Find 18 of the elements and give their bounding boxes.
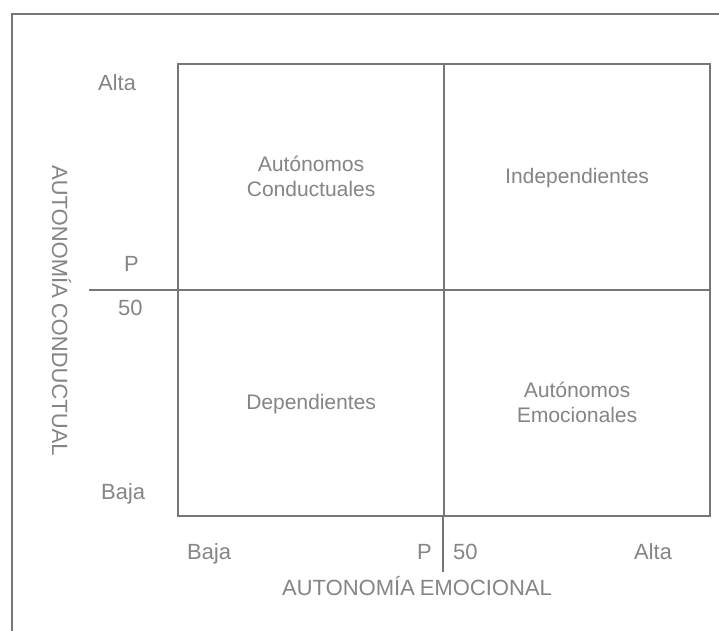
axis-level-label: Baja: [187, 541, 232, 563]
quadrant-box: [177, 63, 445, 291]
axis-level-label: Alta: [98, 72, 136, 94]
axis-value-label: 50: [118, 297, 142, 319]
quadrant-label: Autónomos Emocionales: [516, 378, 638, 428]
quadrant-box: [443, 63, 711, 291]
axis-title: AUTONOMÍA EMOCIONAL: [282, 577, 552, 599]
quadrant-label: Independientes: [505, 164, 649, 190]
quadrant-box: [177, 289, 445, 517]
axis-title: AUTONOMÍA CONDUCTUAL: [48, 165, 70, 456]
quadrant-label: Autónomos Conductuales: [246, 152, 376, 202]
axis-level-label: P: [417, 541, 432, 563]
axis-level-label: Baja: [101, 481, 146, 503]
axis-level-label: P: [124, 253, 139, 275]
axis-level-label: Alta: [634, 541, 672, 563]
axis-value-label: 50: [453, 541, 478, 563]
quadrant-box: [443, 289, 711, 517]
quadrant-label: Dependientes: [246, 390, 376, 416]
